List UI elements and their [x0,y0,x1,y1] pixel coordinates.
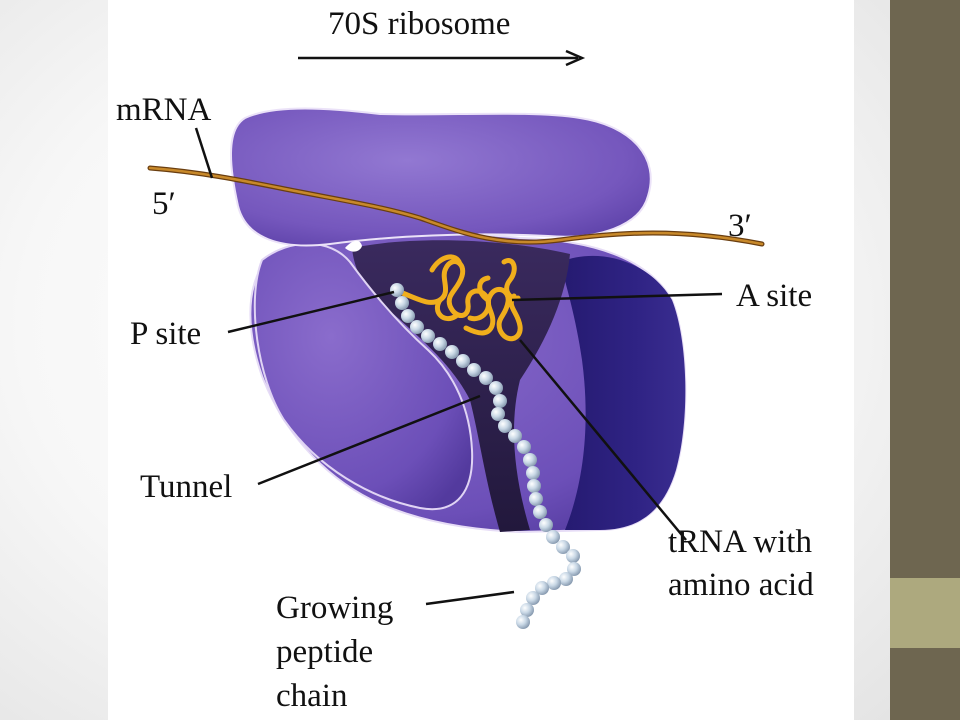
amino-acid-bead [445,345,459,359]
peptide-label-line2: peptide [276,634,373,670]
amino-acid-bead [529,492,543,506]
amino-acid-bead [421,329,435,343]
amino-acid-bead [526,591,540,605]
mrna-leader-line [194,127,214,179]
amino-acid-bead [526,466,540,480]
p-site-label: P site [130,316,201,352]
tunnel-label: Tunnel [140,469,232,505]
amino-acid-bead [489,381,503,395]
small-subunit-notch [345,240,362,252]
trna-label-line1: tRNA with [668,524,812,560]
amino-acid-bead [517,440,531,454]
growing-peptide-chain [390,283,581,629]
trna-label-line2: amino acid [668,567,814,603]
peptide-leader-line [425,590,515,606]
amino-acid-bead [547,576,561,590]
amino-acid-bead [491,407,505,421]
amino-acid-bead [516,615,530,629]
large-subunit [249,232,687,534]
five-prime-label: 5′ [152,186,176,222]
amino-acid-bead [546,530,560,544]
amino-acid-bead [433,337,447,351]
mrna-label: mRNA [116,92,212,128]
side-decoration-accent [890,578,960,648]
amino-acid-bead [535,581,549,595]
small-subunit [230,107,652,247]
amino-acid-bead [467,363,481,377]
a-site-trna [463,258,523,342]
amino-acid-bead [527,479,541,493]
amino-acid-bead [401,309,415,323]
amino-acid-bead [567,562,581,576]
tunnel-leader-line [257,394,481,486]
peptide-label-line3: chain [276,678,347,714]
mrna-strand-highlight [148,166,764,246]
a-site-label: A site [736,278,812,314]
p-site-leader-line [227,290,395,334]
amino-acid-bead [559,572,573,586]
amino-acid-bead [410,320,424,334]
amino-acid-bead [456,354,470,368]
direction-arrow [298,49,586,67]
amino-acid-bead [498,419,512,433]
a-site-leader-line [511,292,723,302]
large-subunit-left-lobe [253,242,474,511]
amino-acid-bead [520,603,534,617]
amino-acid-bead [556,540,570,554]
amino-acid-bead [390,283,404,297]
amino-acid-bead [533,505,547,519]
amino-acid-bead [566,549,580,563]
amino-acid-bead [395,296,409,310]
diagram-title: 70S ribosome [328,6,510,42]
amino-acid-bead [479,371,493,385]
amino-acid-bead [508,429,522,443]
trna-leader-line [519,339,687,541]
three-prime-label: 3′ [728,208,752,244]
large-subunit-right-lobe [560,255,686,530]
leader-lines [194,127,723,606]
amino-acid-bead [523,453,537,467]
peptide-label-line1: Growing [276,590,393,626]
amino-acid-bead [539,518,553,532]
amino-acid-bead [493,394,507,408]
